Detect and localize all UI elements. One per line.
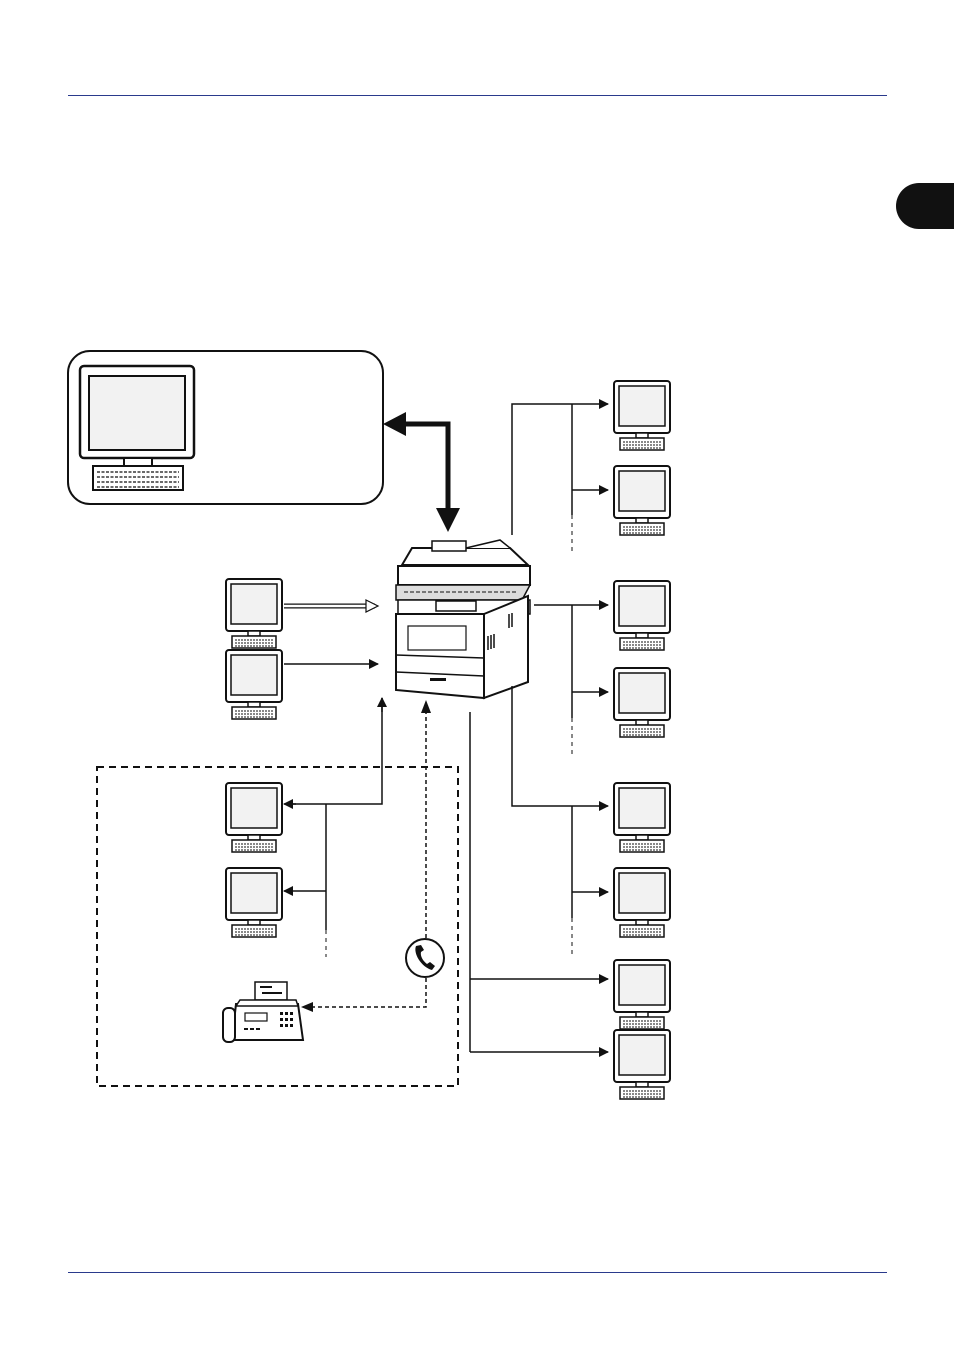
computer-monitor-icon	[226, 579, 282, 648]
computer-monitor-icon	[614, 868, 670, 937]
computer-monitor-icon	[226, 650, 282, 719]
network-pc	[470, 381, 670, 1099]
computer-monitor-icon	[614, 466, 670, 535]
computer-monitor-icon	[226, 783, 282, 852]
admin-pc	[68, 351, 383, 504]
remote-pc	[226, 698, 382, 957]
computer-monitor-icon	[614, 783, 670, 852]
computer-monitor-icon	[614, 1030, 670, 1099]
computer-monitor-icon	[226, 868, 282, 937]
telephone-line	[301, 700, 444, 1012]
admin-link-arrow	[383, 412, 460, 532]
printing-pc	[226, 579, 378, 648]
scanning-pc	[226, 650, 378, 719]
computer-monitor-icon	[614, 668, 670, 737]
fax-machine-icon	[223, 982, 303, 1042]
computer-monitor-icon	[80, 366, 194, 490]
computer-monitor-icon	[614, 581, 670, 650]
telephone-handset-icon	[406, 939, 444, 977]
computer-monitor-icon	[614, 381, 670, 450]
computer-monitor-icon	[614, 960, 670, 1029]
multifunction-printer-icon	[396, 540, 530, 698]
